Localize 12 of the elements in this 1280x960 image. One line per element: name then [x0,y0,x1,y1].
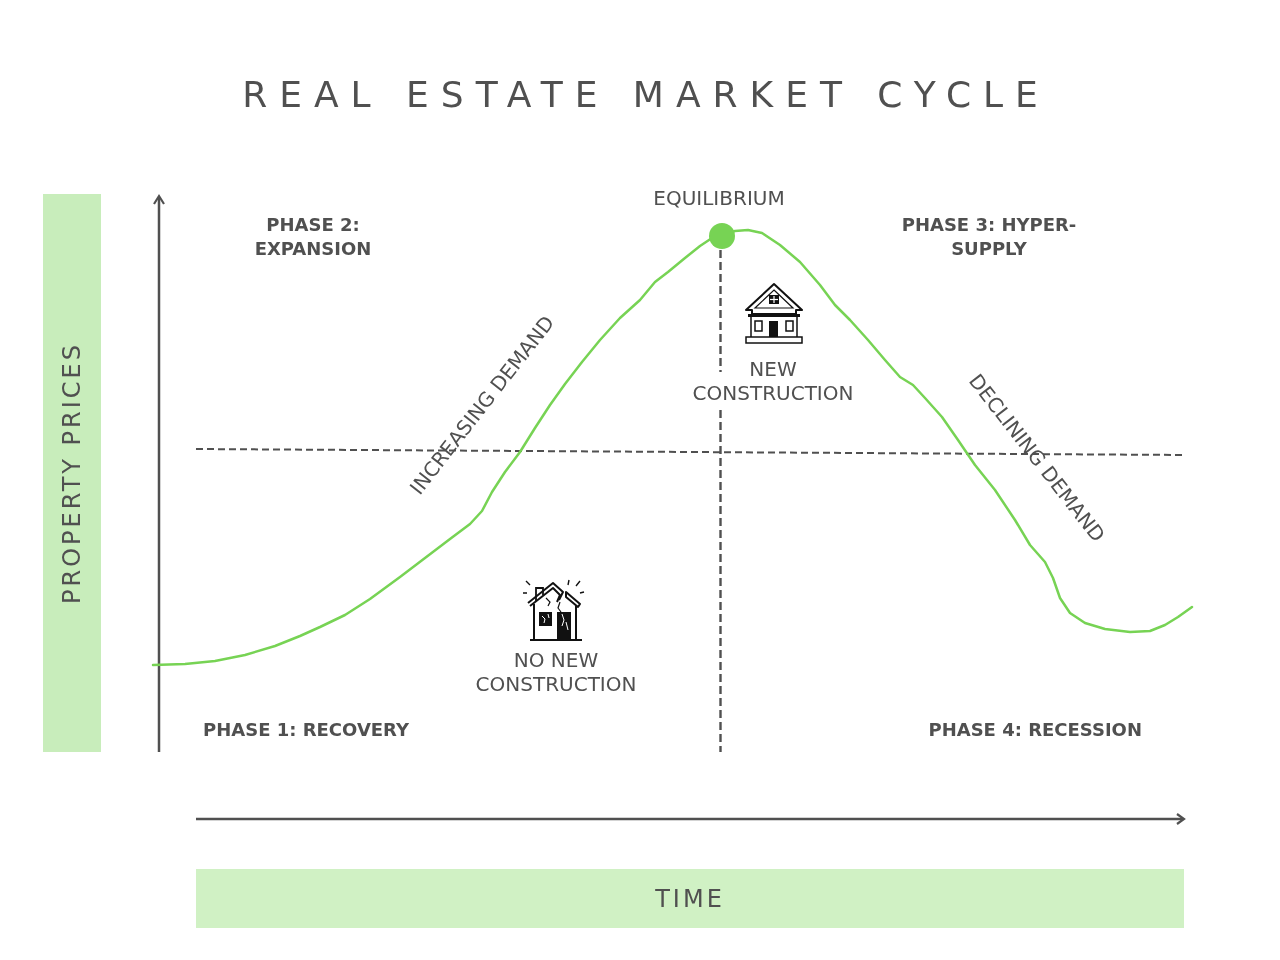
phase-label: PHASE 4: RECESSION [928,718,1142,742]
axis-title: PROPERTY PRICES [58,342,86,604]
quadrant-note: NO NEW CONSTRUCTION [474,648,638,696]
peak-label: EQUILIBRIUM [652,186,786,210]
phase-label: PHASE 3: HYPER-SUPPLY [900,213,1078,261]
quadrant-note: NEW CONSTRUCTION [691,357,855,405]
axis-title: TIME [655,884,725,913]
phase-label: PHASE 2: EXPANSION [253,213,373,261]
page-title: REAL ESTATE MARKET CYCLE [241,73,1050,117]
phase-label: PHASE 1: RECOVERY [203,718,410,742]
axis-label-band [43,194,101,752]
axis-label-band [196,869,1184,928]
